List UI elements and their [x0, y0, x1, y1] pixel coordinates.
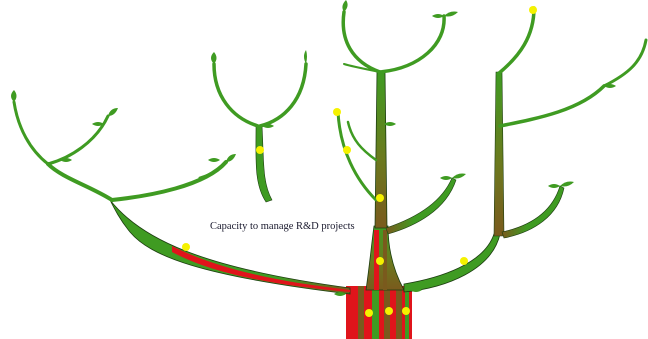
leaf-icon: [432, 14, 444, 18]
yellow-fruit-icon: [343, 146, 351, 154]
leaf-icon: [208, 158, 220, 162]
leaf-icon: [11, 90, 17, 102]
leaf-icon: [440, 176, 452, 180]
leaf-icon: [211, 52, 217, 64]
leaf-icon: [108, 108, 118, 116]
trunk-right-twig: [386, 178, 456, 234]
diagram-label: Capacity to manage R&D projects: [210, 221, 355, 232]
central-trunk: [366, 72, 404, 290]
leaf-icon: [342, 0, 347, 12]
leaf-icon: [226, 154, 236, 162]
trunk-base: [346, 286, 412, 339]
yellow-fruit-icon: [376, 257, 384, 265]
yellow-fruit-icon: [529, 6, 537, 14]
yellow-fruit-icon: [333, 108, 341, 116]
leaf-icon: [444, 12, 458, 17]
leaf-icon: [452, 174, 466, 179]
leaf-icon: [548, 184, 560, 188]
left-main-branch: [14, 102, 350, 294]
yellow-fruit-icon: [402, 307, 410, 315]
yellow-fruit-icon: [182, 243, 190, 251]
yellow-fruit-icon: [365, 309, 373, 317]
right-main-branch: [404, 8, 646, 292]
leaf-icon: [560, 182, 574, 187]
yellow-fruit-icon: [385, 307, 393, 315]
yellow-fruit-icon: [256, 146, 264, 154]
trunk-left-twigs: [338, 112, 376, 200]
leaf-icon: [304, 50, 307, 64]
top-center-branch: [343, 12, 444, 72]
yellow-fruit-icon: [376, 194, 384, 202]
yellow-fruit-icon: [460, 257, 468, 265]
mid-left-branch: [214, 64, 306, 202]
